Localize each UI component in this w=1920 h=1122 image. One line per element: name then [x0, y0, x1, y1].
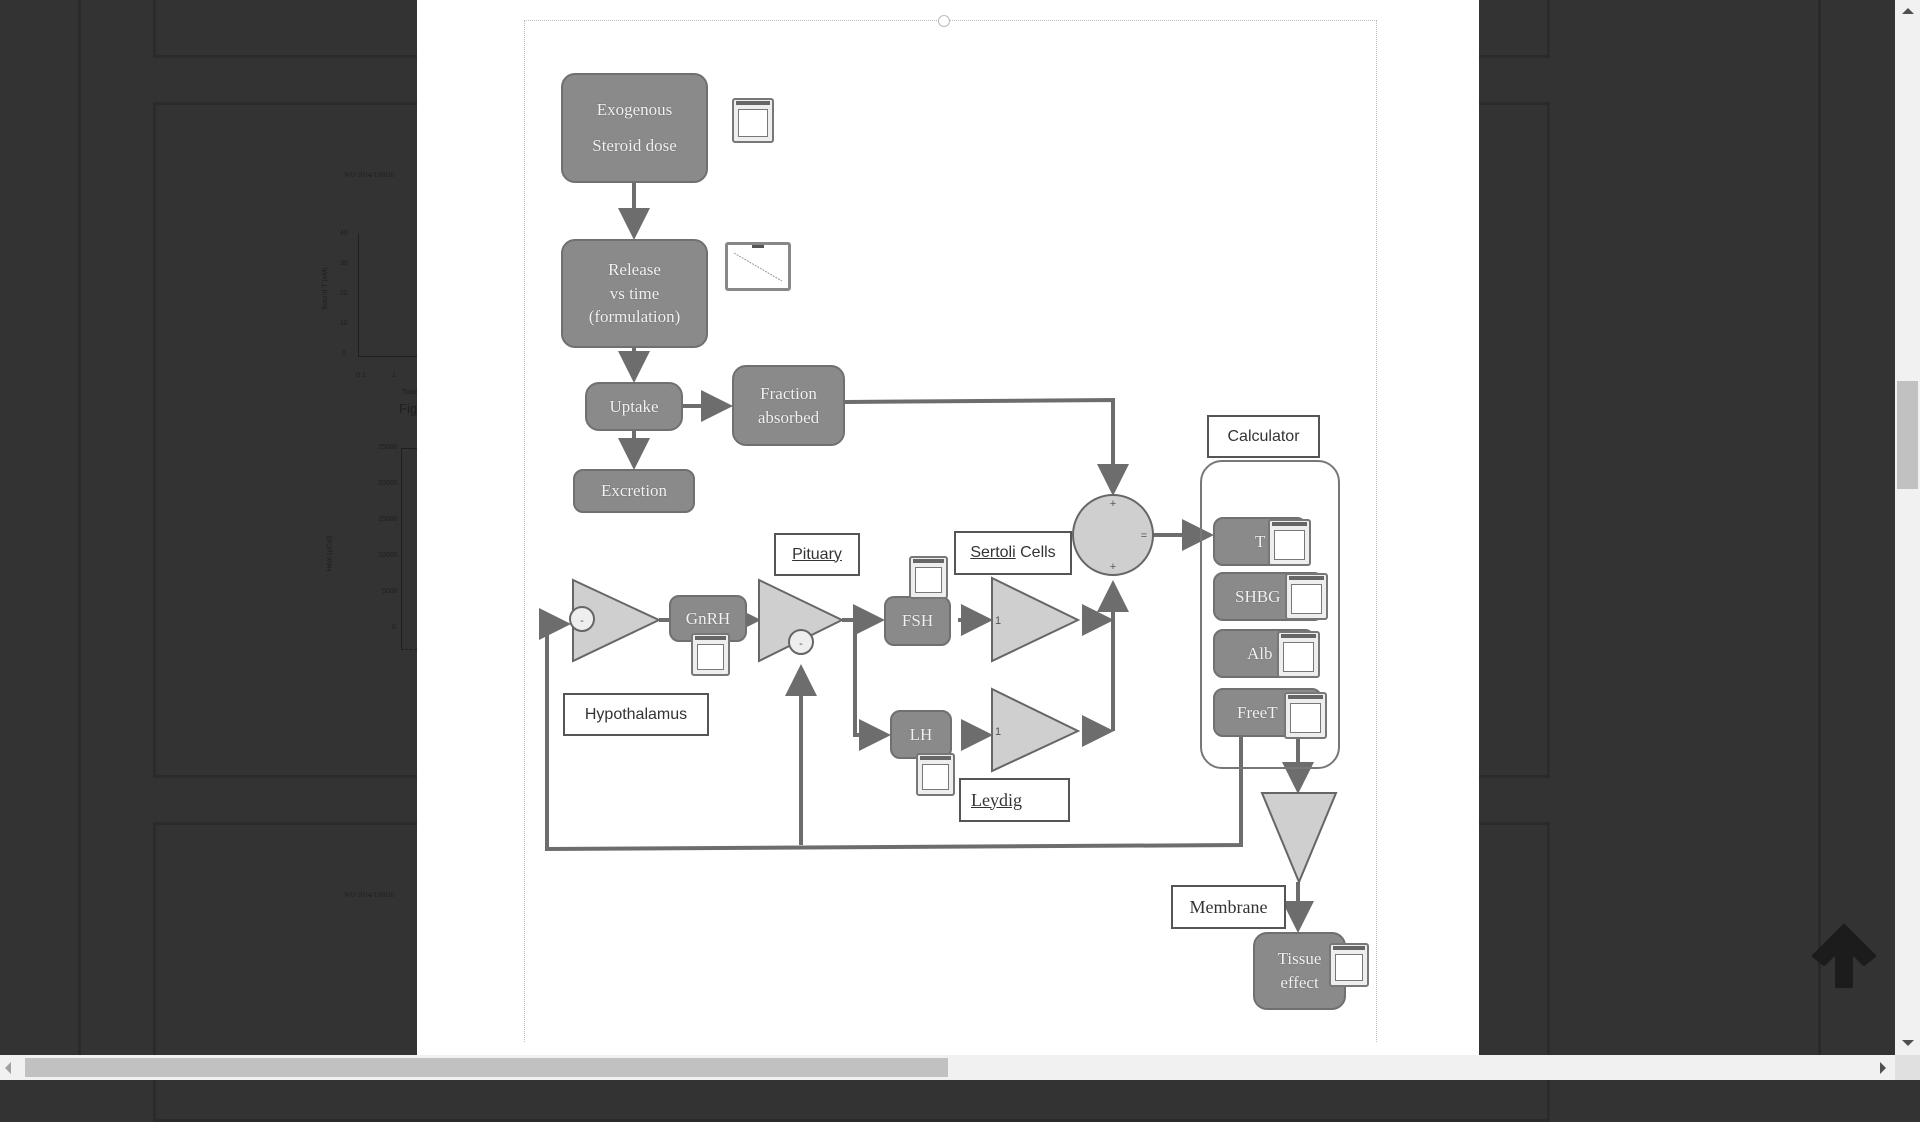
figure-caption: Fig. [399, 401, 421, 416]
y-tick: 5000 [382, 588, 398, 595]
scrollbar-corner [1895, 1055, 1920, 1080]
y-tick: 40 [340, 230, 348, 237]
vertical-scrollbar[interactable] [1895, 0, 1920, 1055]
alb-scope-icon[interactable] [1277, 631, 1320, 678]
block-label: SHBG [1235, 586, 1281, 606]
block-label: (formulation) [588, 307, 681, 327]
block-label: Uptake [609, 396, 659, 416]
block-label: vs time [609, 283, 660, 303]
y-tick: 0 [392, 624, 396, 631]
horizontal-scrollbar[interactable] [0, 1055, 1895, 1080]
uptake-block[interactable]: Uptake [585, 382, 683, 431]
page-header: WO 2014/138026 [344, 891, 395, 899]
block-label: Release [608, 259, 661, 279]
block-label: absorbed [757, 407, 820, 427]
y-tick: 20 [340, 290, 348, 297]
hypothalamus-input-port [569, 606, 595, 632]
block-label: GnRH [685, 608, 731, 628]
arrow-tri2-lh [853, 620, 891, 751]
block-label: Fraction [760, 383, 817, 403]
leydig-label: Leydig [959, 778, 1070, 822]
freet-scope-icon[interactable] [1284, 692, 1327, 739]
gain-leydig: 1 [995, 726, 1001, 738]
hypothalamus-label: Hypothalamus [563, 693, 709, 736]
block-label: Excretion [600, 481, 668, 501]
arrow-up-icon [1812, 924, 1876, 988]
release-profile-graph-icon[interactable] [725, 242, 791, 291]
viewer-column-left [78, 0, 81, 1055]
arrow-fraction-sum [844, 397, 1129, 496]
block-label: Alb [1247, 643, 1273, 663]
horizontal-scrollbar-thumb[interactable] [25, 1058, 948, 1077]
diagram-connectors: - - + + = 1 1 [539, 183, 1338, 933]
back-to-top-button[interactable] [1808, 920, 1880, 992]
y-tick: 20000 [378, 480, 398, 487]
viewer-column-right [1818, 0, 1821, 1055]
membrane-label: Membrane [1171, 885, 1286, 929]
block-label: LH [909, 724, 933, 744]
calculator-label: Calculator [1207, 415, 1320, 458]
fsh-scope-icon[interactable] [909, 556, 948, 599]
resize-handle[interactable] [938, 15, 950, 27]
shbg-scope-icon[interactable] [1285, 573, 1328, 620]
scroll-left-arrow[interactable] [5, 1062, 11, 1074]
block-label: FreeT [1237, 702, 1278, 722]
dose-input-icon[interactable] [732, 98, 774, 143]
scroll-up-arrow[interactable] [1902, 8, 1914, 14]
block-label: effect [1280, 973, 1319, 992]
t-scope-icon[interactable] [1268, 519, 1311, 566]
chart-axis [358, 233, 419, 357]
y-tick: 25000 [378, 444, 398, 451]
y-tick: 10 [340, 320, 348, 327]
leydig-gain-triangle [991, 687, 1081, 773]
tissue-scope-icon[interactable] [1329, 943, 1369, 987]
sign-hypothalamus-input: - [580, 615, 584, 627]
scroll-right-arrow[interactable] [1880, 1062, 1886, 1074]
pituary-label: Pituary [774, 533, 860, 576]
y-tick: 10000 [378, 552, 398, 559]
sign-sum-right: = [1141, 530, 1147, 542]
excretion-block[interactable]: Excretion [573, 469, 695, 513]
scroll-down-arrow[interactable] [1902, 1040, 1914, 1046]
x-tick: 0.1 [356, 372, 366, 379]
page-header: WO 2014/138026 [344, 171, 395, 179]
block-label: Tissue [1277, 949, 1322, 969]
gnrh-scope-icon[interactable] [691, 633, 730, 676]
release-vs-time-block[interactable]: Release vs time (formulation) [561, 239, 708, 348]
y-tick: 0 [342, 350, 346, 357]
vertical-scrollbar-thumb[interactable] [1897, 381, 1918, 489]
block-label: Exogenous [596, 100, 673, 120]
calculator-container [1200, 460, 1340, 769]
image-frame [524, 20, 1377, 1042]
y-tick: 30 [340, 260, 348, 267]
sum-junction [1072, 494, 1154, 576]
gain-sertoli: 1 [995, 615, 1001, 627]
x-axis-label: Total [402, 389, 417, 396]
lh-block[interactable]: LH [890, 710, 952, 759]
lh-scope-icon[interactable] [916, 753, 955, 796]
fsh-block[interactable]: FSH [884, 596, 951, 646]
sertoli-cells-label: Sertoli Cells [954, 531, 1072, 575]
release-curve-icon [733, 245, 783, 282]
sign-sum-top: + [1110, 498, 1116, 510]
feedback-loop [539, 608, 1243, 852]
y-tick: 15000 [378, 516, 398, 523]
block-label: FSH [901, 611, 934, 631]
sign-pituary-input: - [799, 638, 803, 650]
sign-sum-bottom: + [1110, 561, 1116, 573]
x-tick: 1 [392, 372, 396, 379]
block-label: T [1255, 531, 1266, 551]
chart-axis [401, 448, 422, 650]
fraction-absorbed-block[interactable]: Fraction absorbed [732, 365, 845, 446]
membrane-triangle [1260, 792, 1338, 885]
pituary-input-port [788, 629, 814, 655]
block-label: Steroid dose [592, 136, 677, 155]
exogenous-steroid-dose-block[interactable]: Exogenous Steroid dose [561, 73, 708, 183]
sertoli-gain-triangle [991, 576, 1081, 663]
